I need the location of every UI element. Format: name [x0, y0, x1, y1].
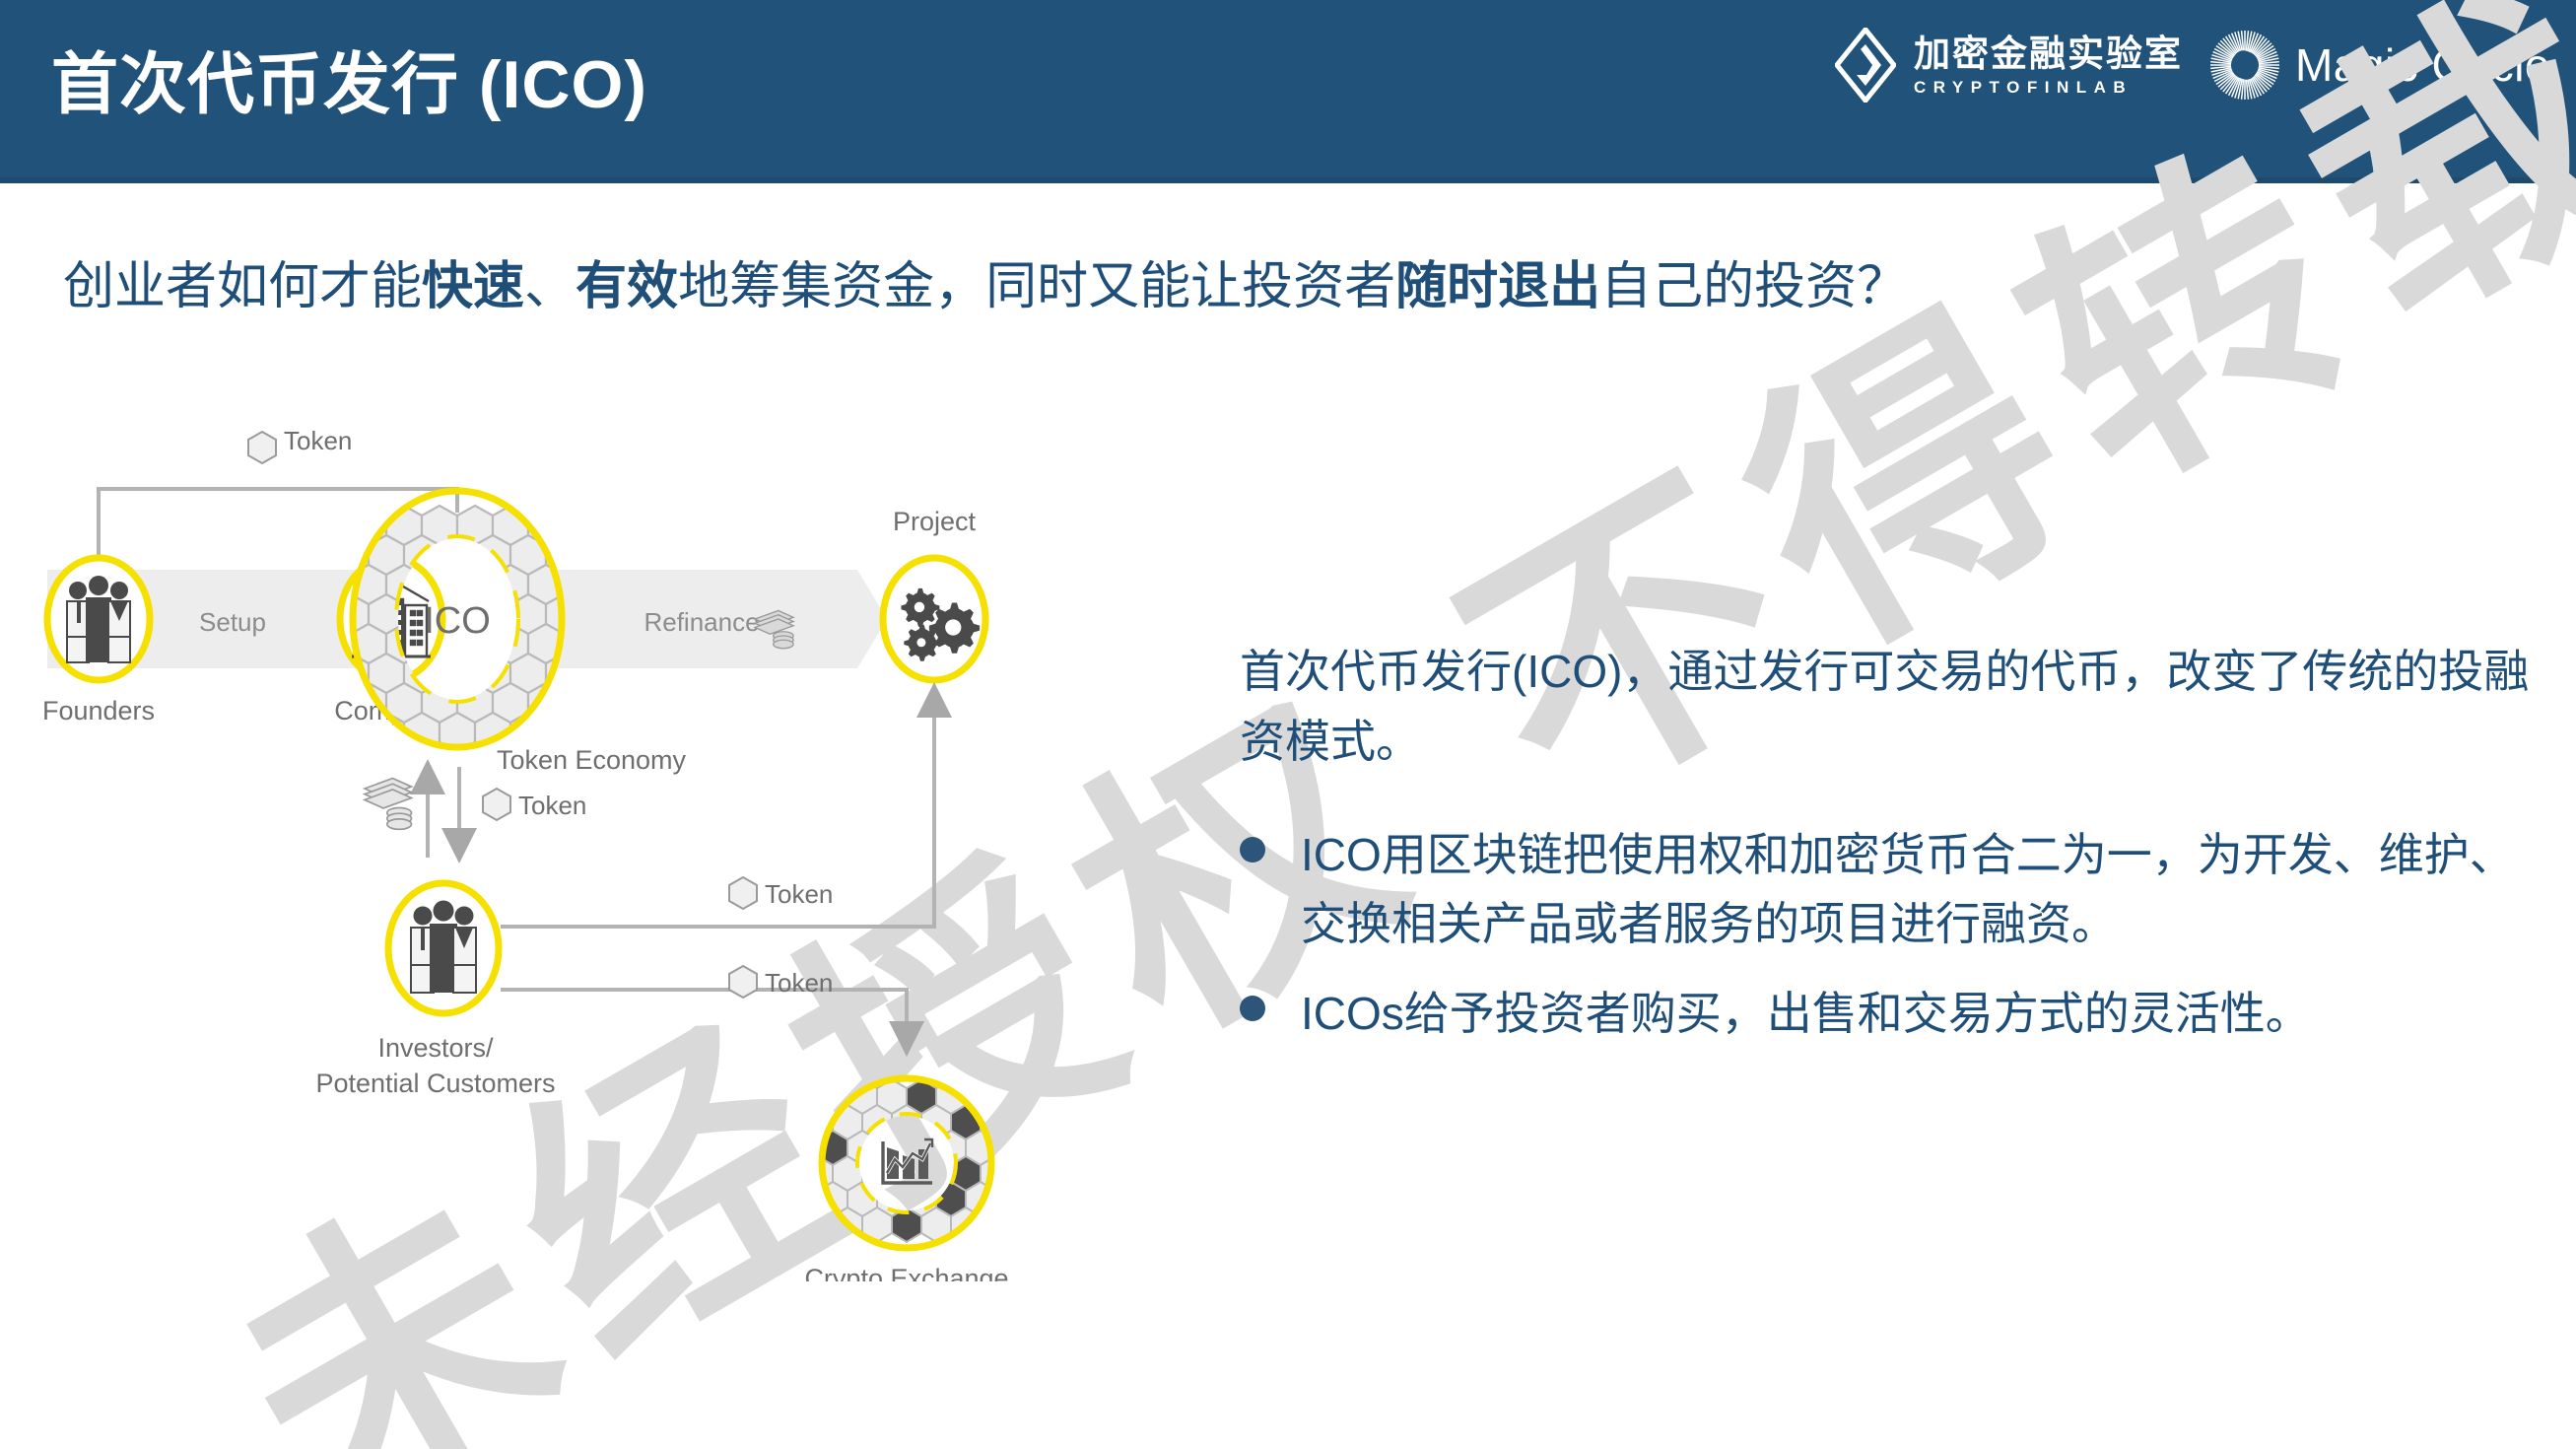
- diamond-icon: [1834, 28, 1896, 103]
- token-label-mid: Token: [482, 787, 586, 822]
- token-label-text: Token: [518, 791, 586, 820]
- bullet-list: ICO用区块链把使用权和加密货币合二为一，为开发、维护、交换相关产品或者服务的项…: [1240, 821, 2531, 1050]
- flow-band-refinance: [522, 570, 887, 668]
- node-label-investors-1: Investors/: [377, 1033, 494, 1063]
- cryptofinlab-cn: 加密金融实验室: [1913, 33, 2183, 74]
- question-bold-3: 随时退出: [1395, 258, 1601, 315]
- money-icon-investors: [362, 777, 414, 831]
- chart-icon: [881, 1138, 934, 1185]
- node-investors: Investors/ Potential Customers: [315, 879, 556, 1098]
- question-part-4: 自己的投资？: [1600, 258, 1909, 315]
- ico-center-label: ICO: [424, 600, 491, 642]
- node-label-investors-2: Potential Customers: [315, 1069, 555, 1098]
- node-founders: Founders: [42, 554, 155, 725]
- list-item: ICOs给予投资者购买，出售和交易方式的灵活性。: [1240, 980, 2531, 1049]
- node-label-crypto-exchange: Crypto Exchange: [804, 1264, 1008, 1281]
- question-part-1: 创业者如何才能: [63, 258, 423, 315]
- node-project: Project: [879, 507, 989, 684]
- people-icon: [66, 576, 131, 663]
- slide-header: 首次代币发行 (ICO) 加密金融实验室 CRYPTOFINLAB Magic …: [0, 0, 2576, 183]
- token-label-right-2: Token: [728, 964, 833, 1000]
- hexagon-ring-icon: [331, 487, 583, 754]
- question-bold-1: 快速: [422, 258, 525, 315]
- token-label-text: Token: [284, 426, 352, 455]
- diagram-svg: Setup Refinance Token: [42, 426, 1011, 1281]
- cryptofinlab-logo: 加密金融实验室 CRYPTOFINLAB: [1834, 28, 2183, 103]
- ico-flow-diagram: Setup Refinance Token: [39, 394, 1222, 1281]
- node-label-founders: Founders: [42, 696, 155, 725]
- bullet-text: ICO用区块链把使用权和加密货币合二为一，为开发、维护、交换相关产品或者服务的项…: [1301, 828, 2515, 949]
- page-title: 首次代币发行 (ICO): [51, 47, 648, 122]
- bullet-dot-icon: [1240, 996, 1265, 1022]
- bullet-dot-icon: [1240, 836, 1265, 862]
- logo-group: 加密金融实验室 CRYPTOFINLAB Magic Circle: [1834, 28, 2550, 103]
- node-crypto-exchange: Crypto Exchange: [802, 1074, 1011, 1281]
- token-label-right-1: Token: [728, 875, 833, 911]
- node-label-token-economy: Token Economy: [497, 745, 687, 775]
- arrow-investors-to-exchange: [501, 988, 924, 1057]
- bullet-text: ICOs给予投资者购买，出售和交易方式的灵活性。: [1301, 988, 2311, 1040]
- list-item: ICO用区块链把使用权和加密货币合二为一，为开发、维护、交换相关产品或者服务的项…: [1240, 821, 2531, 959]
- flow-label-refinance: Refinance: [644, 607, 759, 637]
- token-label-text: Token: [765, 879, 833, 909]
- arrow-investors-to-project: [501, 682, 952, 929]
- token-label-text: Token: [765, 968, 833, 998]
- magic-circle-logo: Magic Circle: [2208, 29, 2550, 102]
- arrow-token-to-founders: [81, 487, 459, 614]
- cryptofinlab-text: 加密金融实验室 CRYPTOFINLAB: [1914, 35, 2183, 96]
- gears-icon: [901, 587, 981, 661]
- question-bold-2: 有效: [576, 258, 679, 315]
- question-part-3: 地筹集资金，同时又能让投资者: [678, 258, 1396, 315]
- question-line: 创业者如何才能快速、有效地筹集资金，同时又能让投资者随时退出自己的投资？: [63, 244, 1908, 318]
- people-icon: [410, 900, 477, 994]
- flow-label-setup: Setup: [199, 607, 266, 637]
- magic-circle-name: Magic Circle: [2294, 39, 2550, 91]
- magic-circle-icon: [2209, 31, 2279, 100]
- token-label-top: Token: [247, 426, 352, 465]
- question-part-2: 、: [524, 258, 576, 315]
- node-ico: ICO: [331, 487, 583, 754]
- body-column: 首次代币发行(ICO)，通过发行可交易的代币，改变了传统的投融资模式。 ICO用…: [1240, 637, 2531, 1070]
- cryptofinlab-en: CRYPTOFINLAB: [1913, 77, 2134, 97]
- node-label-project: Project: [893, 507, 977, 536]
- body-paragraph: 首次代币发行(ICO)，通过发行可交易的代币，改变了传统的投融资模式。: [1240, 646, 2530, 768]
- money-icon: [753, 609, 795, 650]
